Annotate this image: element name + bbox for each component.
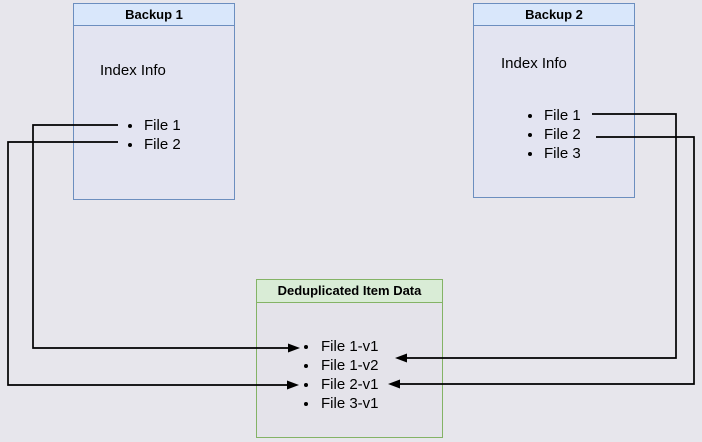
dedup-header: Deduplicated Item Data: [257, 280, 442, 303]
backup2-index-info-label: Index Info: [501, 55, 567, 72]
list-item: File 1: [128, 116, 181, 135]
backup1-header: Backup 1: [74, 4, 234, 26]
list-item: File 2-v1: [304, 375, 379, 394]
list-item: File 2: [128, 135, 181, 154]
list-item: File 3: [528, 144, 581, 163]
list-item: File 2: [528, 125, 581, 144]
list-item: File 1-v2: [304, 356, 379, 375]
backup2-header: Backup 2: [474, 4, 634, 26]
backup1-index-info-label: Index Info: [100, 62, 166, 79]
list-item: File 3-v1: [304, 394, 379, 413]
list-item: File 1-v1: [304, 337, 379, 356]
list-item: File 1: [528, 106, 581, 125]
